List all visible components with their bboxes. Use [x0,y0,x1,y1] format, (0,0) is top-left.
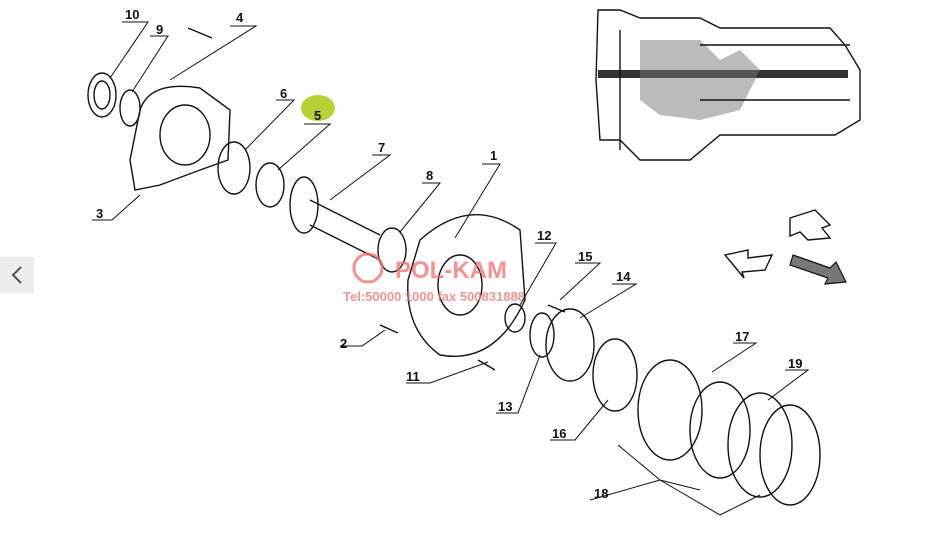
callout-19[interactable]: 19 [788,356,802,371]
callout-15[interactable]: 15 [578,249,592,264]
callout-7[interactable]: 7 [378,140,385,155]
callout-9[interactable]: 9 [156,22,163,37]
parts [87,27,821,506]
transmission-cross-section-inset [595,9,861,161]
callout-6[interactable]: 6 [280,86,287,101]
highlight-marker [301,95,335,121]
callout-16[interactable]: 16 [552,426,566,441]
svg-text:POL-KAM: POL-KAM [395,257,507,284]
callout-8[interactable]: 8 [426,168,433,183]
direction-arrows [723,209,847,285]
chevron-left-icon [11,266,22,284]
callout-labels: 1 2 3 4 5 6 7 8 9 10 11 12 13 14 15 16 1… [96,7,802,501]
callout-14[interactable]: 14 [616,269,631,284]
callout-2[interactable]: 2 [340,336,347,351]
callout-17[interactable]: 17 [735,329,749,344]
callout-5[interactable]: 5 [314,108,321,123]
previous-image-button[interactable] [0,257,34,293]
watermark-logo: POL-KAM Tel:50000 1000 fax 500831888 [343,252,525,304]
callout-4[interactable]: 4 [236,10,244,25]
callout-3[interactable]: 3 [96,206,103,221]
callout-11[interactable]: 11 [406,369,420,384]
svg-text:Tel:50000 1000 fax 500831888: Tel:50000 1000 fax 500831888 [343,289,525,304]
callout-1[interactable]: 1 [490,148,497,163]
callout-13[interactable]: 13 [498,399,512,414]
callout-12[interactable]: 12 [537,228,551,243]
callout-18[interactable]: 18 [594,486,608,501]
callout-10[interactable]: 10 [125,7,139,22]
callout-leaders [92,21,810,516]
